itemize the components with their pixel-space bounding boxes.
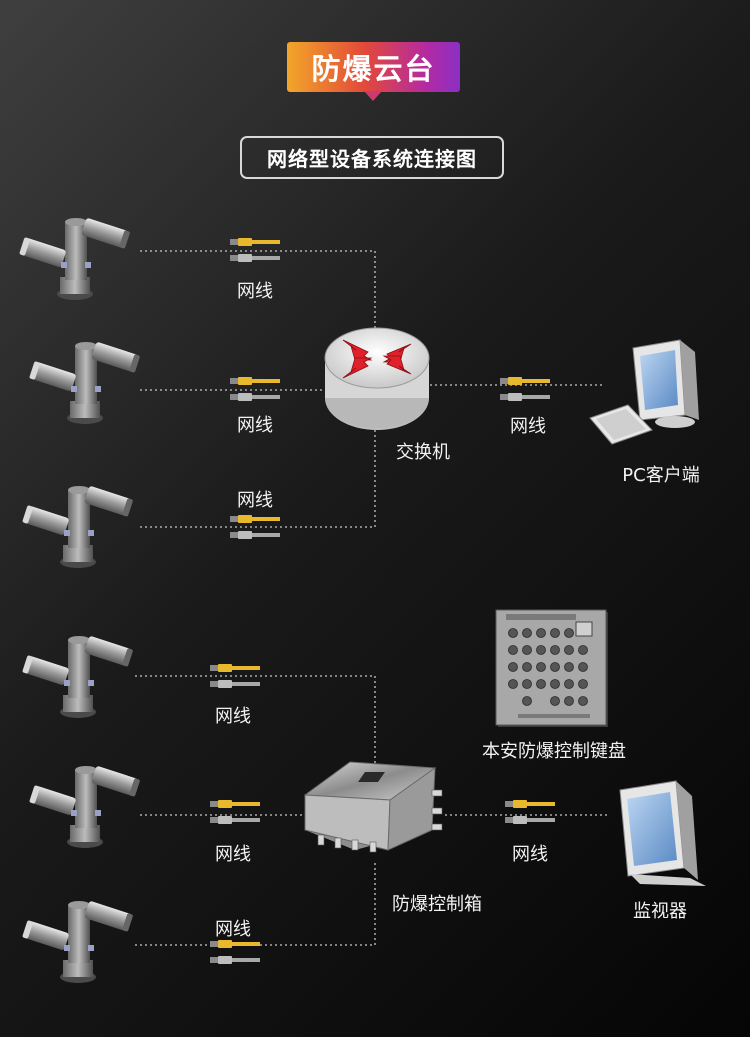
switch-label: 交换机 <box>396 442 450 463</box>
cable-label: 网线 <box>512 844 548 865</box>
cable-label: 网线 <box>215 919 251 940</box>
title-badge: 防爆云台 <box>287 42 460 92</box>
ptz-camera-icon <box>19 217 131 300</box>
ptz-camera-icon <box>29 341 141 424</box>
monitor-icon <box>619 780 706 886</box>
cable-label: 网线 <box>215 844 251 865</box>
cable-label: 网线 <box>237 281 273 302</box>
cable-label: 网线 <box>237 415 273 436</box>
control-keyboard-icon <box>495 609 608 727</box>
ptz-camera-icon <box>22 635 134 718</box>
diagram-subtitle: 网络型设备系统连接图 <box>240 136 504 179</box>
control-box-label: 防爆控制箱 <box>392 894 482 915</box>
ethernet-cable-icon <box>230 238 280 262</box>
explosion-proof-box-icon <box>303 761 443 853</box>
keyboard-label: 本安防爆控制键盘 <box>482 741 626 762</box>
keyboard-buttons <box>508 628 588 706</box>
upper-wires <box>140 250 605 528</box>
pc-computer-icon <box>589 339 699 445</box>
ptz-camera-icon <box>22 900 134 983</box>
title-badge-pointer <box>364 91 382 101</box>
ptz-camera-icon <box>29 765 141 848</box>
ethernet-cable-icon <box>500 377 550 401</box>
cable-label: 网线 <box>215 706 251 727</box>
cable-label: 网线 <box>237 490 273 511</box>
ethernet-cable-icon <box>210 800 260 824</box>
monitor-label: 监视器 <box>633 901 687 922</box>
network-switch-icon <box>324 327 430 430</box>
ethernet-cable-icon <box>505 800 555 824</box>
cable-label: 网线 <box>510 416 546 437</box>
ethernet-cable-icon <box>230 377 280 401</box>
pc-client-label: PC客户端 <box>622 465 700 486</box>
ethernet-cable-icon <box>210 940 260 964</box>
ptz-camera-icon <box>22 485 134 568</box>
